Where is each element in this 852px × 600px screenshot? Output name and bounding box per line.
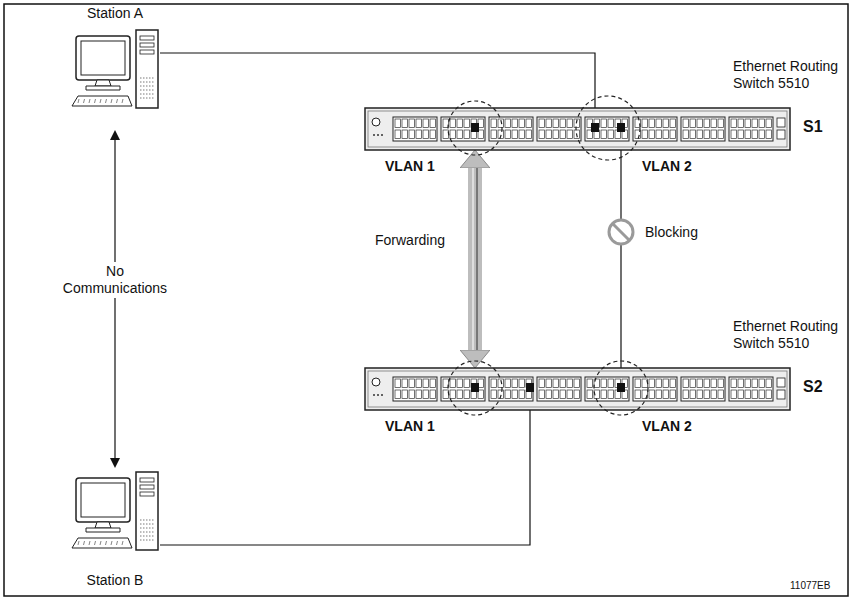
link-line — [115, 140, 116, 458]
link-label: No Communications — [58, 262, 172, 298]
link-label: Forwarding — [375, 232, 445, 249]
connector-path — [160, 53, 595, 108]
workstation: Station A — [70, 5, 160, 130]
link-inner-line — [473, 168, 474, 350]
switch-chassis — [365, 108, 790, 150]
blocking-symbol — [609, 220, 633, 244]
connector-path — [114, 140, 115, 458]
vlan-label: VLAN 1 — [385, 158, 435, 175]
computer-icon — [70, 26, 160, 126]
workstation: Station B — [70, 468, 160, 593]
vlan-label: VLAN 2 — [642, 418, 692, 435]
station-label: Station A — [70, 5, 160, 22]
link-inner-line — [477, 168, 478, 350]
figure-code: 11077EB — [790, 580, 830, 592]
switch-id: S1 — [803, 118, 823, 135]
vlan-label: VLAN 2 — [642, 158, 692, 175]
connector-path — [160, 410, 530, 545]
link-line — [160, 410, 530, 545]
forwarding-link — [473, 168, 477, 350]
switch-chassis — [365, 368, 790, 410]
switch-model-name: Ethernet Routing Switch 5510 — [733, 318, 843, 352]
ethernet-switch: Ethernet Routing Switch 5510S2 — [365, 368, 790, 410]
figure-frame — [4, 4, 848, 596]
switch-model-name: Ethernet Routing Switch 5510 — [733, 58, 843, 92]
connector-path — [620, 150, 621, 368]
ethernet-switch: Ethernet Routing Switch 5510S1 — [365, 108, 790, 150]
link-line — [621, 150, 622, 368]
switch-id: S2 — [803, 378, 823, 395]
connector-path — [468, 168, 482, 350]
station-label: Station B — [70, 572, 160, 589]
link-line — [160, 53, 595, 108]
vlan-label: VLAN 1 — [385, 418, 435, 435]
computer-icon — [70, 468, 160, 568]
link-label: Blocking — [645, 224, 698, 241]
